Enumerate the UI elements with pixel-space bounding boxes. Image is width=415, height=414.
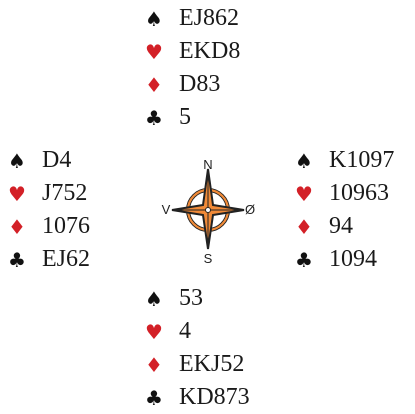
east-clubs-cards: 1094 (329, 246, 377, 272)
heart-icon: ♥ (145, 39, 163, 64)
club-icon: ♣ (145, 385, 163, 410)
west-spades-cards: D4 (42, 147, 72, 173)
diamond-icon: ♦ (145, 352, 163, 377)
compass-east-label: Ø (245, 202, 255, 217)
north-hearts-cards: EKD8 (179, 38, 241, 64)
north-clubs-cards: 5 (179, 104, 191, 130)
compass-rose-icon: N S V Ø (162, 157, 255, 265)
spade-icon: ♠ (145, 6, 163, 31)
heart-icon: ♥ (295, 181, 313, 206)
east-diamonds-cards: 94 (329, 213, 353, 239)
north-spades-cards: EJ862 (179, 5, 239, 31)
south-clubs-cards: KD873 (179, 384, 250, 410)
diamond-icon: ♦ (145, 72, 163, 97)
compass-west-label: V (162, 202, 171, 217)
south-hearts-cards: 4 (179, 318, 191, 344)
west-hearts-cards: J752 (42, 180, 88, 206)
west-diamonds-cards: 1076 (42, 213, 90, 239)
south-spades-cards: 53 (179, 285, 203, 311)
spade-icon: ♠ (295, 148, 313, 173)
west-clubs-cards: EJ62 (42, 246, 90, 272)
spade-icon: ♠ (8, 148, 26, 173)
spade-icon: ♠ (145, 286, 163, 311)
heart-icon: ♥ (8, 181, 26, 206)
north-diamonds-cards: D83 (179, 71, 221, 97)
diamond-icon: ♦ (8, 214, 26, 239)
east-spades-cards: K1097 (329, 147, 395, 173)
club-icon: ♣ (145, 105, 163, 130)
club-icon: ♣ (295, 247, 313, 272)
compass-star (171, 168, 245, 250)
diamond-icon: ♦ (295, 214, 313, 239)
club-icon: ♣ (8, 247, 26, 272)
east-hearts-cards: 10963 (329, 180, 389, 206)
heart-icon: ♥ (145, 319, 163, 344)
compass-south-label: S (204, 251, 213, 265)
compass-north-label: N (203, 157, 212, 172)
south-diamonds-cards: EKJ52 (179, 351, 245, 377)
